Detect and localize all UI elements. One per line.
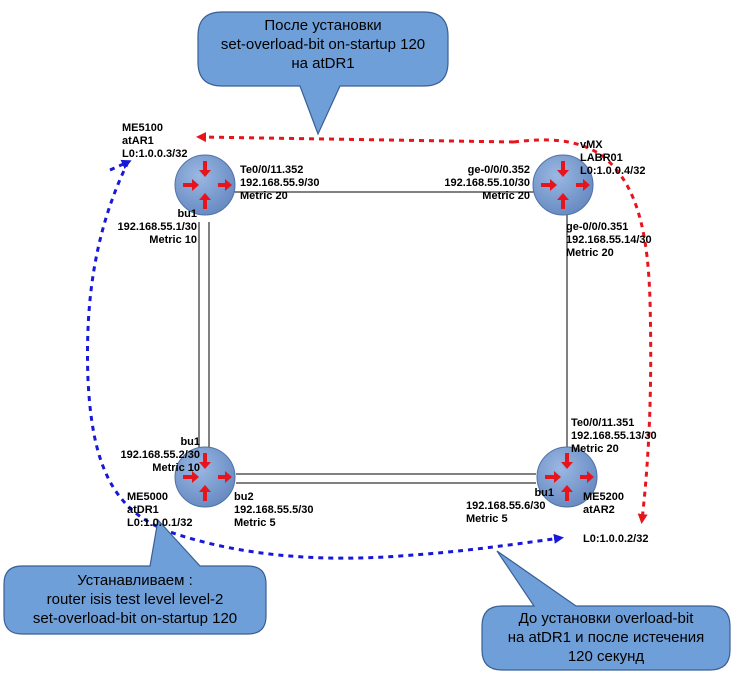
router-model: ME5000 [127, 491, 168, 503]
callout-left-shape [3, 518, 267, 635]
iface-ar2-bu1: bu1 192.168.55.6/30 Metric 5 [466, 487, 554, 526]
iface-metric: Metric 10 [152, 462, 200, 474]
router-label-atDR1: ME5000 atDR1 L0:1.0.0.1/32 [127, 491, 192, 530]
iface-metric: Metric 5 [234, 517, 276, 529]
callout-left-line: router isis test level level-2 [46, 591, 224, 608]
router-atAR1 [174, 154, 236, 216]
path-before-overload-start [109, 159, 132, 172]
router-loopback: L0:1.0.0.3/32 [122, 148, 188, 160]
iface-name: bu2 [234, 491, 254, 503]
callout-left-line: set-overload-bit on-startup 120 [32, 610, 238, 627]
router-icon [536, 446, 598, 508]
router-loopback: L0:1.0.0.1/32 [127, 517, 193, 529]
iface-ip: 192.168.55.1/30 [117, 221, 197, 233]
path-after-overload-top [196, 132, 515, 144]
router-atDR1 [174, 446, 236, 508]
callout-right-text: До установки overload-bit на atDR1 и пос… [482, 609, 730, 666]
router-atAR2 [536, 446, 598, 508]
iface-ip: 192.168.55.6/30 [466, 500, 546, 512]
callout-top-line: на atDR1 [291, 55, 355, 72]
iface-metric: Metric 10 [149, 234, 197, 246]
iface-metric: Metric 5 [466, 513, 508, 525]
iface-name: ge-0/0/0.352 [467, 164, 530, 176]
callout-top-text: После установки set-overload-bit on-star… [198, 16, 448, 73]
iface-ip: 192.168.55.2/30 [120, 449, 200, 461]
router-icon [174, 446, 236, 508]
router-hostname: atAR1 [122, 135, 154, 147]
callout-right-line: на atDR1 и после истечения [507, 629, 705, 646]
iface-metric: Metric 20 [240, 190, 288, 202]
iface-ip: 192.168.55.5/30 [234, 504, 314, 516]
router-label-atAR2: ME5200 atAR2 [583, 491, 624, 517]
router-model: ME5100 [122, 122, 163, 134]
callout-right-shape [481, 550, 731, 671]
iface-ip: 192.168.55.13/30 [571, 430, 657, 442]
router-label-labr01: vMX LABR01 L0:1.0.0.4/32 [580, 139, 645, 178]
iface-name: Te0/0/11.351 [571, 417, 635, 429]
callout-right-line: До установки overload-bit [518, 610, 694, 627]
iface-name: bu1 [534, 487, 554, 499]
iface-metric: Metric 20 [482, 190, 530, 202]
iface-dr1-bu1: bu1 192.168.55.2/30 Metric 10 [100, 436, 200, 475]
router-loopback-atAR2: L0:1.0.0.2/32 [583, 533, 649, 545]
iface-ip: 192.168.55.14/30 [566, 234, 652, 246]
callout-top-line: set-overload-bit on-startup 120 [220, 36, 426, 53]
iface-metric: Metric 20 [571, 443, 619, 455]
iface-metric: Metric 20 [566, 247, 614, 259]
iface-name: bu1 [180, 436, 200, 448]
router-hostname: atAR2 [583, 504, 615, 516]
router-hostname: atDR1 [127, 504, 159, 516]
iface-ar1-te: Te0/0/11.352 192.168.55.9/30 Metric 20 [240, 164, 320, 203]
iface-labr-ge351: ge-0/0/0.351 192.168.55.14/30 Metric 20 [566, 221, 652, 260]
router-label-atAR1: ME5100 atAR1 L0:1.0.0.3/32 [122, 122, 187, 161]
callout-top-shape [197, 11, 449, 136]
iface-dr1-bu2: bu2 192.168.55.5/30 Metric 5 [234, 491, 314, 530]
router-hostname: LABR01 [580, 152, 623, 164]
path-before-overload [86, 161, 564, 560]
path-after-overload [513, 138, 653, 524]
iface-name: Te0/0/11.352 [240, 164, 304, 176]
callout-left-line: Устанавливаем : [77, 572, 193, 589]
links [198, 191, 568, 484]
iface-ar1-bu1: bu1 192.168.55.1/30 Metric 10 [95, 208, 197, 247]
router-icon [174, 154, 236, 216]
iface-ip: 192.168.55.9/30 [240, 177, 320, 189]
iface-ar2-te: Te0/0/11.351 192.168.55.13/30 Metric 20 [571, 417, 657, 456]
callout-right-line: 120 секунд [567, 648, 645, 665]
iface-ip: 192.168.55.10/30 [444, 177, 530, 189]
iface-name: bu1 [177, 208, 197, 220]
router-model: vMX [580, 139, 603, 151]
callout-left-text: Устанавливаем : router isis test level l… [4, 571, 266, 628]
router-model: ME5200 [583, 491, 624, 503]
router-icon [532, 154, 594, 216]
router-labr01 [532, 154, 594, 216]
iface-labr-ge352: ge-0/0/0.352 192.168.55.10/30 Metric 20 [420, 164, 530, 203]
callout-top-line: После установки [264, 17, 382, 34]
iface-name: ge-0/0/0.351 [566, 221, 629, 233]
router-loopback: L0:1.0.0.4/32 [580, 165, 646, 177]
